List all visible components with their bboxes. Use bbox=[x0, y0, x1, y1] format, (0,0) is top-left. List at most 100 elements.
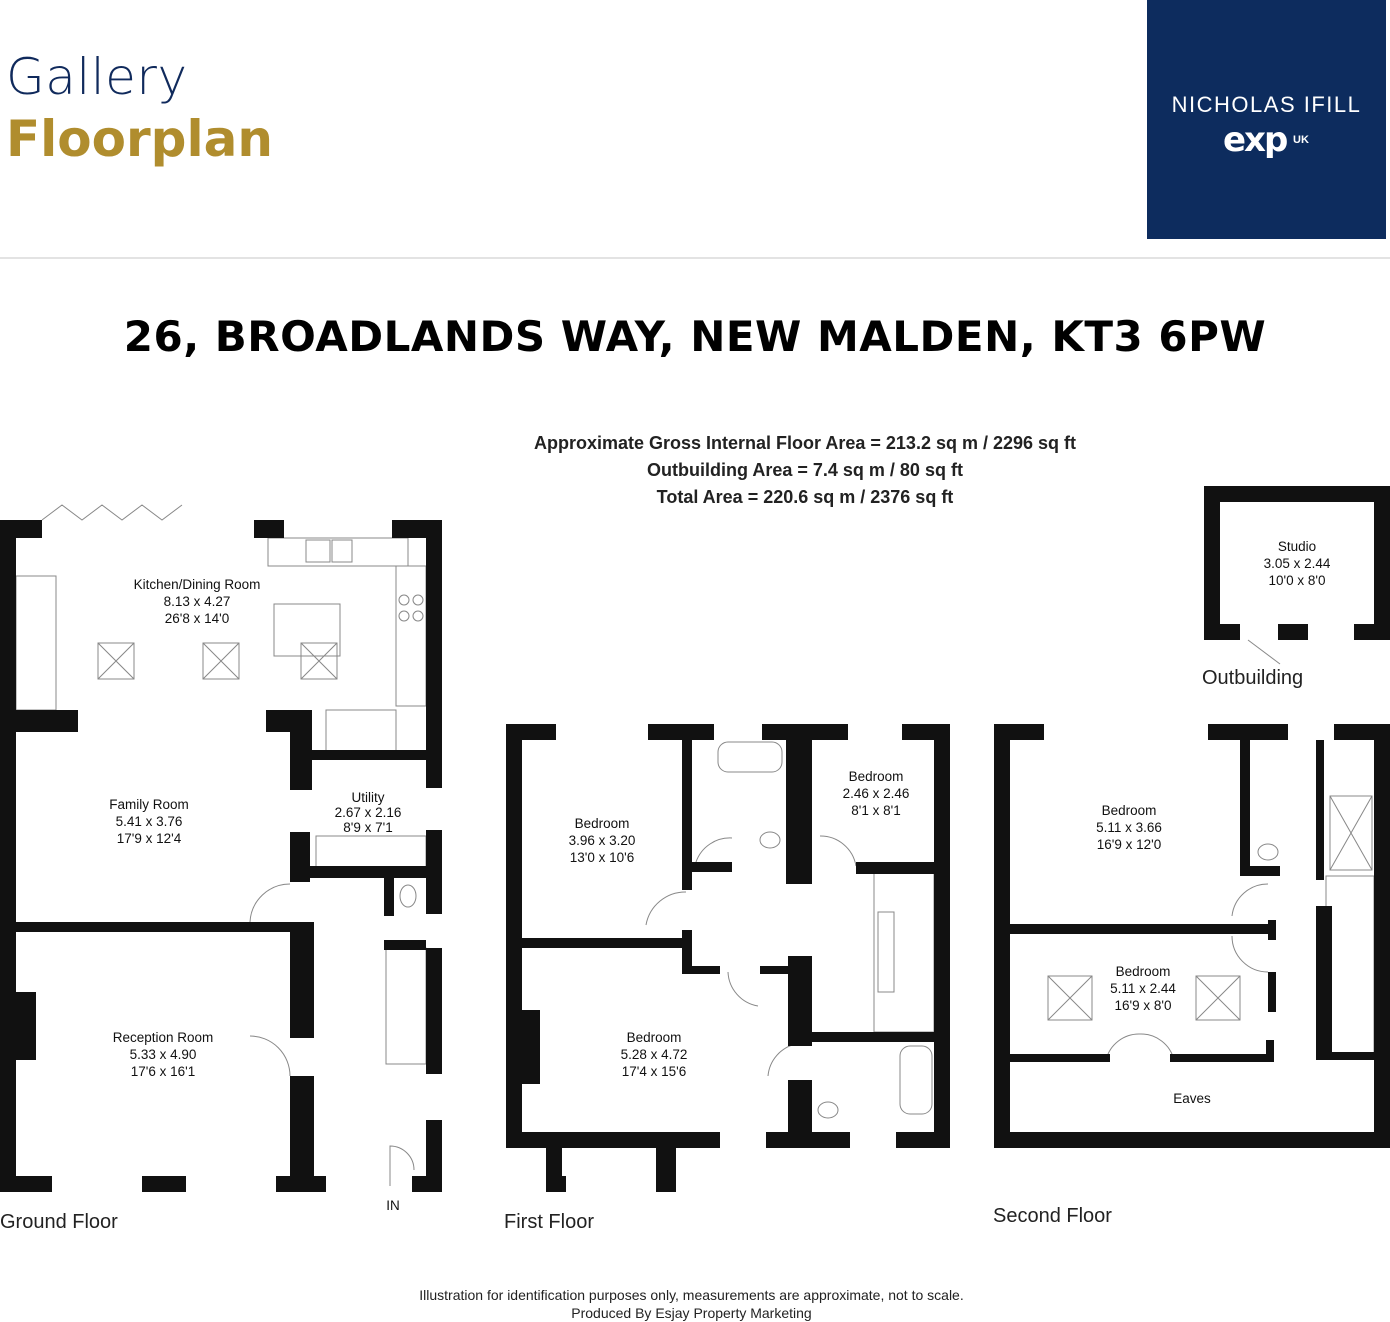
stair-well bbox=[877, 911, 895, 993]
family-metric: 5.41 x 3.76 bbox=[116, 814, 183, 829]
wall bbox=[1268, 920, 1276, 940]
ff-bedroom-1-imperial: 13'0 x 10'6 bbox=[570, 850, 634, 865]
wall bbox=[856, 862, 934, 874]
eaves-name: Eaves bbox=[1173, 1091, 1211, 1106]
wall bbox=[1204, 486, 1220, 640]
wall bbox=[788, 1032, 934, 1042]
ff-bedroom-3-name: Bedroom bbox=[627, 1030, 682, 1045]
door-swing bbox=[767, 1043, 797, 1077]
skylight-icon bbox=[1195, 975, 1241, 1021]
wall bbox=[760, 966, 790, 974]
sf-bedroom-1-metric: 5.11 x 3.66 bbox=[1096, 820, 1162, 835]
wall bbox=[290, 1076, 314, 1192]
skylight-icon bbox=[202, 642, 240, 680]
sf-bedroom-2-imperial: 16'9 x 8'0 bbox=[1115, 998, 1172, 1013]
kitchen-imperial: 26'8 x 14'0 bbox=[165, 611, 229, 626]
skylight-cross bbox=[97, 642, 135, 680]
family-imperial: 17'9 x 12'4 bbox=[117, 831, 182, 846]
floorplan-heading: Floorplan bbox=[6, 110, 273, 168]
ff-bedroom-2-metric: 2.46 x 2.46 bbox=[843, 786, 910, 801]
wall bbox=[546, 1176, 566, 1192]
skylight-icon bbox=[1047, 975, 1093, 1021]
wall bbox=[1204, 624, 1240, 640]
hob-icon bbox=[398, 594, 410, 606]
property-address: 26, BROADLANDS WAY, NEW MALDEN, KT3 6PW bbox=[123, 312, 1267, 361]
wall bbox=[766, 1132, 850, 1148]
studio-name: Studio bbox=[1278, 539, 1316, 554]
wall bbox=[0, 1176, 52, 1192]
logo-exp: exp bbox=[1223, 120, 1288, 160]
skylight-cross bbox=[1047, 975, 1093, 1021]
wall bbox=[1266, 1040, 1274, 1060]
wall bbox=[648, 724, 714, 740]
outbuilding-label: Outbuilding bbox=[1202, 667, 1303, 689]
studio-imperial: 10'0 x 8'0 bbox=[1269, 573, 1326, 588]
wall bbox=[142, 1176, 186, 1192]
wall bbox=[290, 866, 442, 878]
wall bbox=[310, 750, 442, 760]
disclaimer: Illustration for identification purposes… bbox=[0, 1286, 1383, 1322]
wall bbox=[1316, 906, 1332, 1060]
kitchen-sink-counter bbox=[267, 537, 409, 567]
shower-cross bbox=[1329, 795, 1373, 871]
kitchen-stairs bbox=[325, 709, 397, 750]
toilet-icon bbox=[399, 884, 417, 908]
sink-icon bbox=[331, 539, 353, 563]
toilet-icon bbox=[1257, 843, 1279, 861]
total-area: Total Area = 220.6 sq m / 2376 sq ft bbox=[656, 487, 954, 507]
front-door-swing bbox=[389, 1145, 415, 1186]
wall bbox=[896, 1132, 950, 1148]
utility-metric: 2.67 x 2.16 bbox=[335, 805, 402, 820]
outbuilding-area: Outbuilding Area = 7.4 sq m / 80 sq ft bbox=[647, 460, 963, 480]
skylight-cross bbox=[1195, 975, 1241, 1021]
wall bbox=[1010, 924, 1270, 934]
wall bbox=[384, 878, 394, 916]
kitchen-name: Kitchen/Dining Room bbox=[134, 577, 261, 592]
hob-icon bbox=[412, 594, 424, 606]
chimney-breast bbox=[506, 1010, 540, 1084]
door-swing bbox=[249, 883, 291, 923]
ff-bedroom-3-metric: 5.28 x 4.72 bbox=[621, 1047, 688, 1062]
utility-counter bbox=[315, 835, 427, 869]
sf-bedroom-2-name: Bedroom bbox=[1116, 964, 1171, 979]
wall bbox=[1204, 486, 1390, 502]
wall bbox=[276, 1176, 326, 1192]
ff-bedroom-2-name: Bedroom bbox=[849, 769, 904, 784]
door-swing bbox=[727, 971, 759, 1007]
first-floor-label: First Floor bbox=[504, 1211, 594, 1233]
wall bbox=[1374, 486, 1390, 640]
wall bbox=[762, 724, 848, 740]
wall bbox=[1208, 724, 1288, 740]
ff-bedroom-1-metric: 3.96 x 3.20 bbox=[569, 833, 636, 848]
wall bbox=[1010, 1054, 1110, 1062]
wall bbox=[692, 862, 732, 872]
skylight-icon bbox=[97, 642, 135, 680]
studio-door-swing bbox=[1247, 639, 1281, 665]
sf-bedroom-2-metric: 5.11 x 2.44 bbox=[1110, 981, 1176, 996]
wall bbox=[522, 938, 686, 948]
wall bbox=[786, 856, 812, 884]
wall bbox=[1354, 624, 1390, 640]
wall bbox=[994, 724, 1010, 1148]
bath-icon bbox=[717, 741, 783, 773]
area-summary: Approximate Gross Internal Floor Area = … bbox=[400, 430, 1210, 511]
wall bbox=[290, 922, 314, 1038]
wall bbox=[682, 966, 720, 974]
hob-icon bbox=[412, 610, 424, 622]
wall bbox=[0, 710, 78, 732]
wall bbox=[16, 922, 292, 932]
wall bbox=[426, 520, 442, 788]
disclaimer-line-1: Illustration for identification purposes… bbox=[419, 1287, 964, 1303]
entrance-label: IN bbox=[386, 1198, 400, 1213]
ff-bedroom-1-name: Bedroom bbox=[575, 816, 630, 831]
hob-icon bbox=[398, 610, 410, 622]
wall bbox=[994, 1132, 1390, 1148]
first-floor-stairs bbox=[873, 871, 935, 1033]
kitchen-island bbox=[273, 603, 341, 657]
skylight-cross bbox=[300, 642, 338, 680]
wall bbox=[426, 878, 442, 914]
reception-name: Reception Room bbox=[113, 1030, 214, 1045]
second-floor-stairs bbox=[1325, 875, 1375, 1057]
family-name: Family Room bbox=[109, 797, 189, 812]
